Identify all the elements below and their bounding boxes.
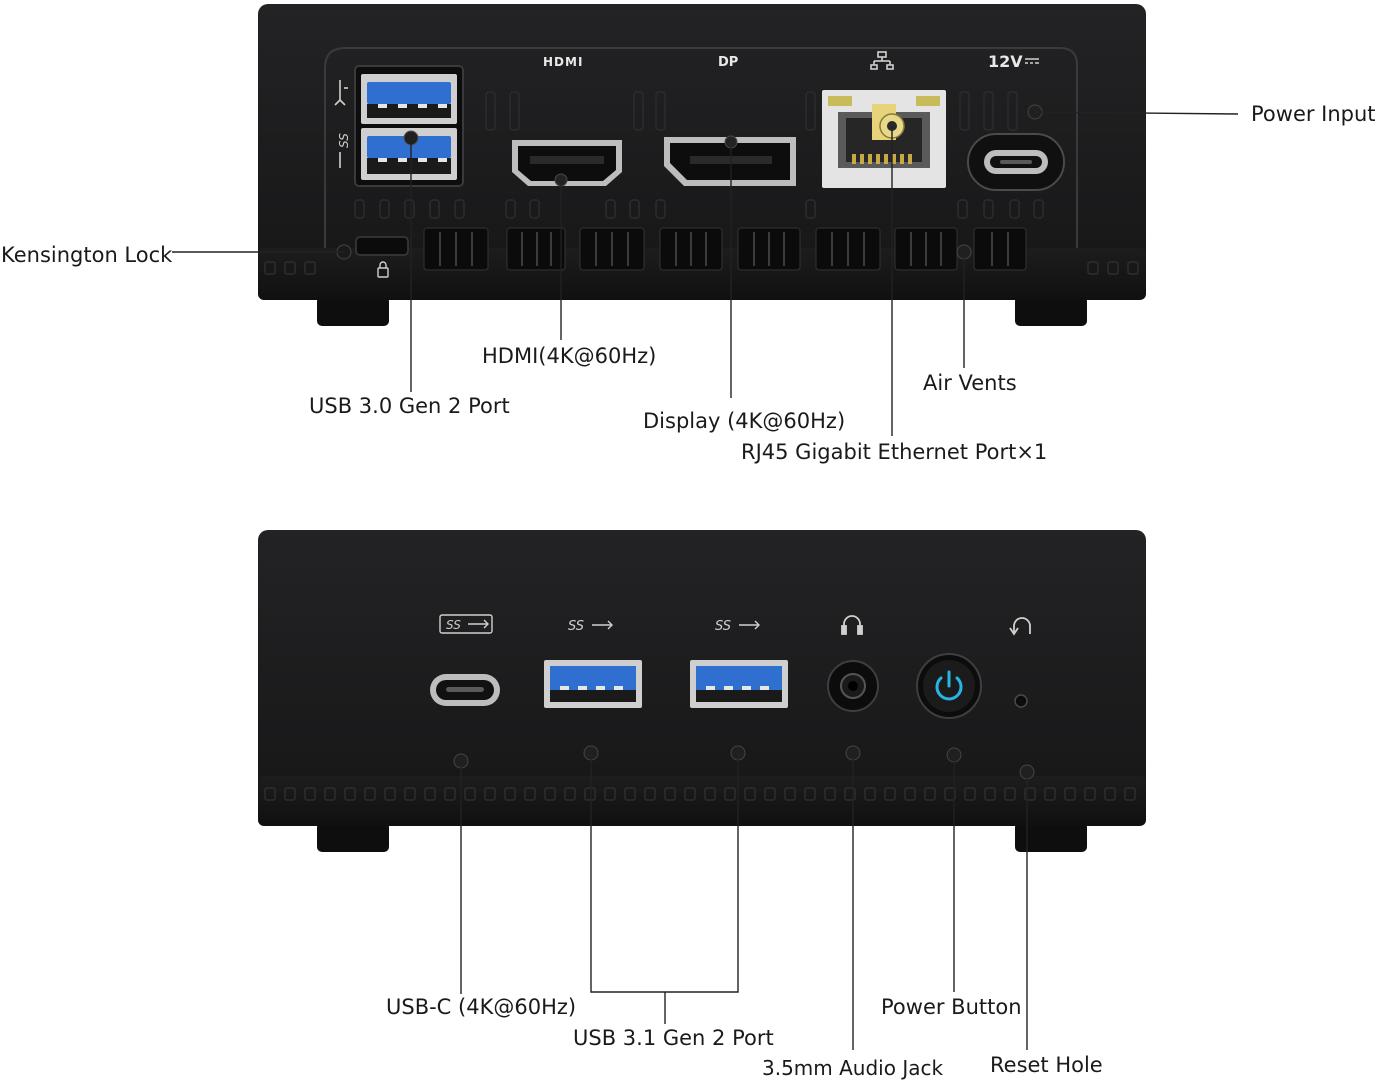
hdmi-port-label: HDMI — [543, 55, 583, 69]
usb-c-callout-label: USB-C (4K@60Hz) — [386, 995, 577, 1019]
power-symbol-icon — [935, 670, 963, 701]
headphone-icon — [841, 615, 863, 635]
rear-foot-left — [317, 296, 389, 326]
rear-usb-stack — [354, 65, 464, 187]
power-port-label: 12V — [988, 52, 1023, 71]
displayport-port — [664, 135, 796, 186]
power-input-label: Power Input — [1251, 102, 1376, 126]
rj45-callout-label: RJ45 Gigabit Ethernet Port×1 — [741, 440, 1048, 464]
rj45-port — [822, 90, 946, 188]
audio-callout-label: 3.5mm Audio Jack — [762, 1056, 944, 1080]
usb-c-ss-icon: SS — [439, 614, 493, 634]
hdmi-port — [512, 140, 622, 187]
front-callout-lines — [460, 753, 1028, 1050]
front-usb-a-port-1 — [544, 660, 642, 708]
display-callout-label: Display (4K@60Hz) — [643, 409, 846, 433]
power-button-callout-label: Power Button — [881, 995, 1022, 1019]
dp-port-label: DP — [718, 55, 738, 70]
rear-callout-lines — [172, 111, 1239, 436]
reset-hole — [1014, 694, 1028, 708]
hdmi-callout-label: HDMI(4K@60Hz) — [482, 344, 657, 368]
usb-c-power-input — [967, 133, 1065, 191]
rear-panel: SS — [258, 4, 1146, 326]
front-usb-c-port — [430, 674, 500, 706]
usb-ss-icon: SS — [334, 80, 351, 168]
power-input-leader — [1034, 111, 1239, 115]
air-vent-slots — [423, 227, 1027, 271]
usb-ss-icon-right: SS — [715, 619, 760, 634]
svg-text:SS: SS — [568, 619, 584, 634]
rear-foot-right — [1015, 296, 1087, 326]
front-bottom-vent-row — [264, 787, 1136, 801]
kensington-lock-label: Kensington Lock — [1, 243, 173, 267]
svg-text:SS: SS — [446, 618, 461, 632]
air-vents-label: Air Vents — [923, 371, 1017, 395]
audio-jack — [827, 660, 879, 712]
lock-icon — [377, 261, 389, 278]
front-foot-right — [1015, 822, 1087, 852]
front-panel: SS SS SS — [258, 530, 1146, 852]
reset-callout-label: Reset Hole — [990, 1053, 1103, 1077]
front-usb-a-port-2 — [690, 660, 788, 708]
usb31-callout-label: USB 3.1 Gen 2 Port — [573, 1026, 774, 1050]
dc-power-icon — [1025, 58, 1039, 64]
front-bottom-band — [258, 776, 1146, 826]
rear-bottom-vent-row — [264, 261, 1139, 275]
ethernet-network-icon — [870, 51, 894, 70]
rear-upper-vent-grid — [354, 91, 1044, 219]
rear-inner-panel — [324, 47, 1078, 248]
svg-text:SS: SS — [337, 133, 351, 148]
usb-ss-icon-left: SS — [568, 619, 613, 634]
front-foot-left — [317, 822, 389, 852]
svg-text:SS: SS — [715, 619, 731, 634]
usb-callout-label: USB 3.0 Gen 2 Port — [309, 394, 510, 418]
reset-icon — [1009, 617, 1031, 636]
